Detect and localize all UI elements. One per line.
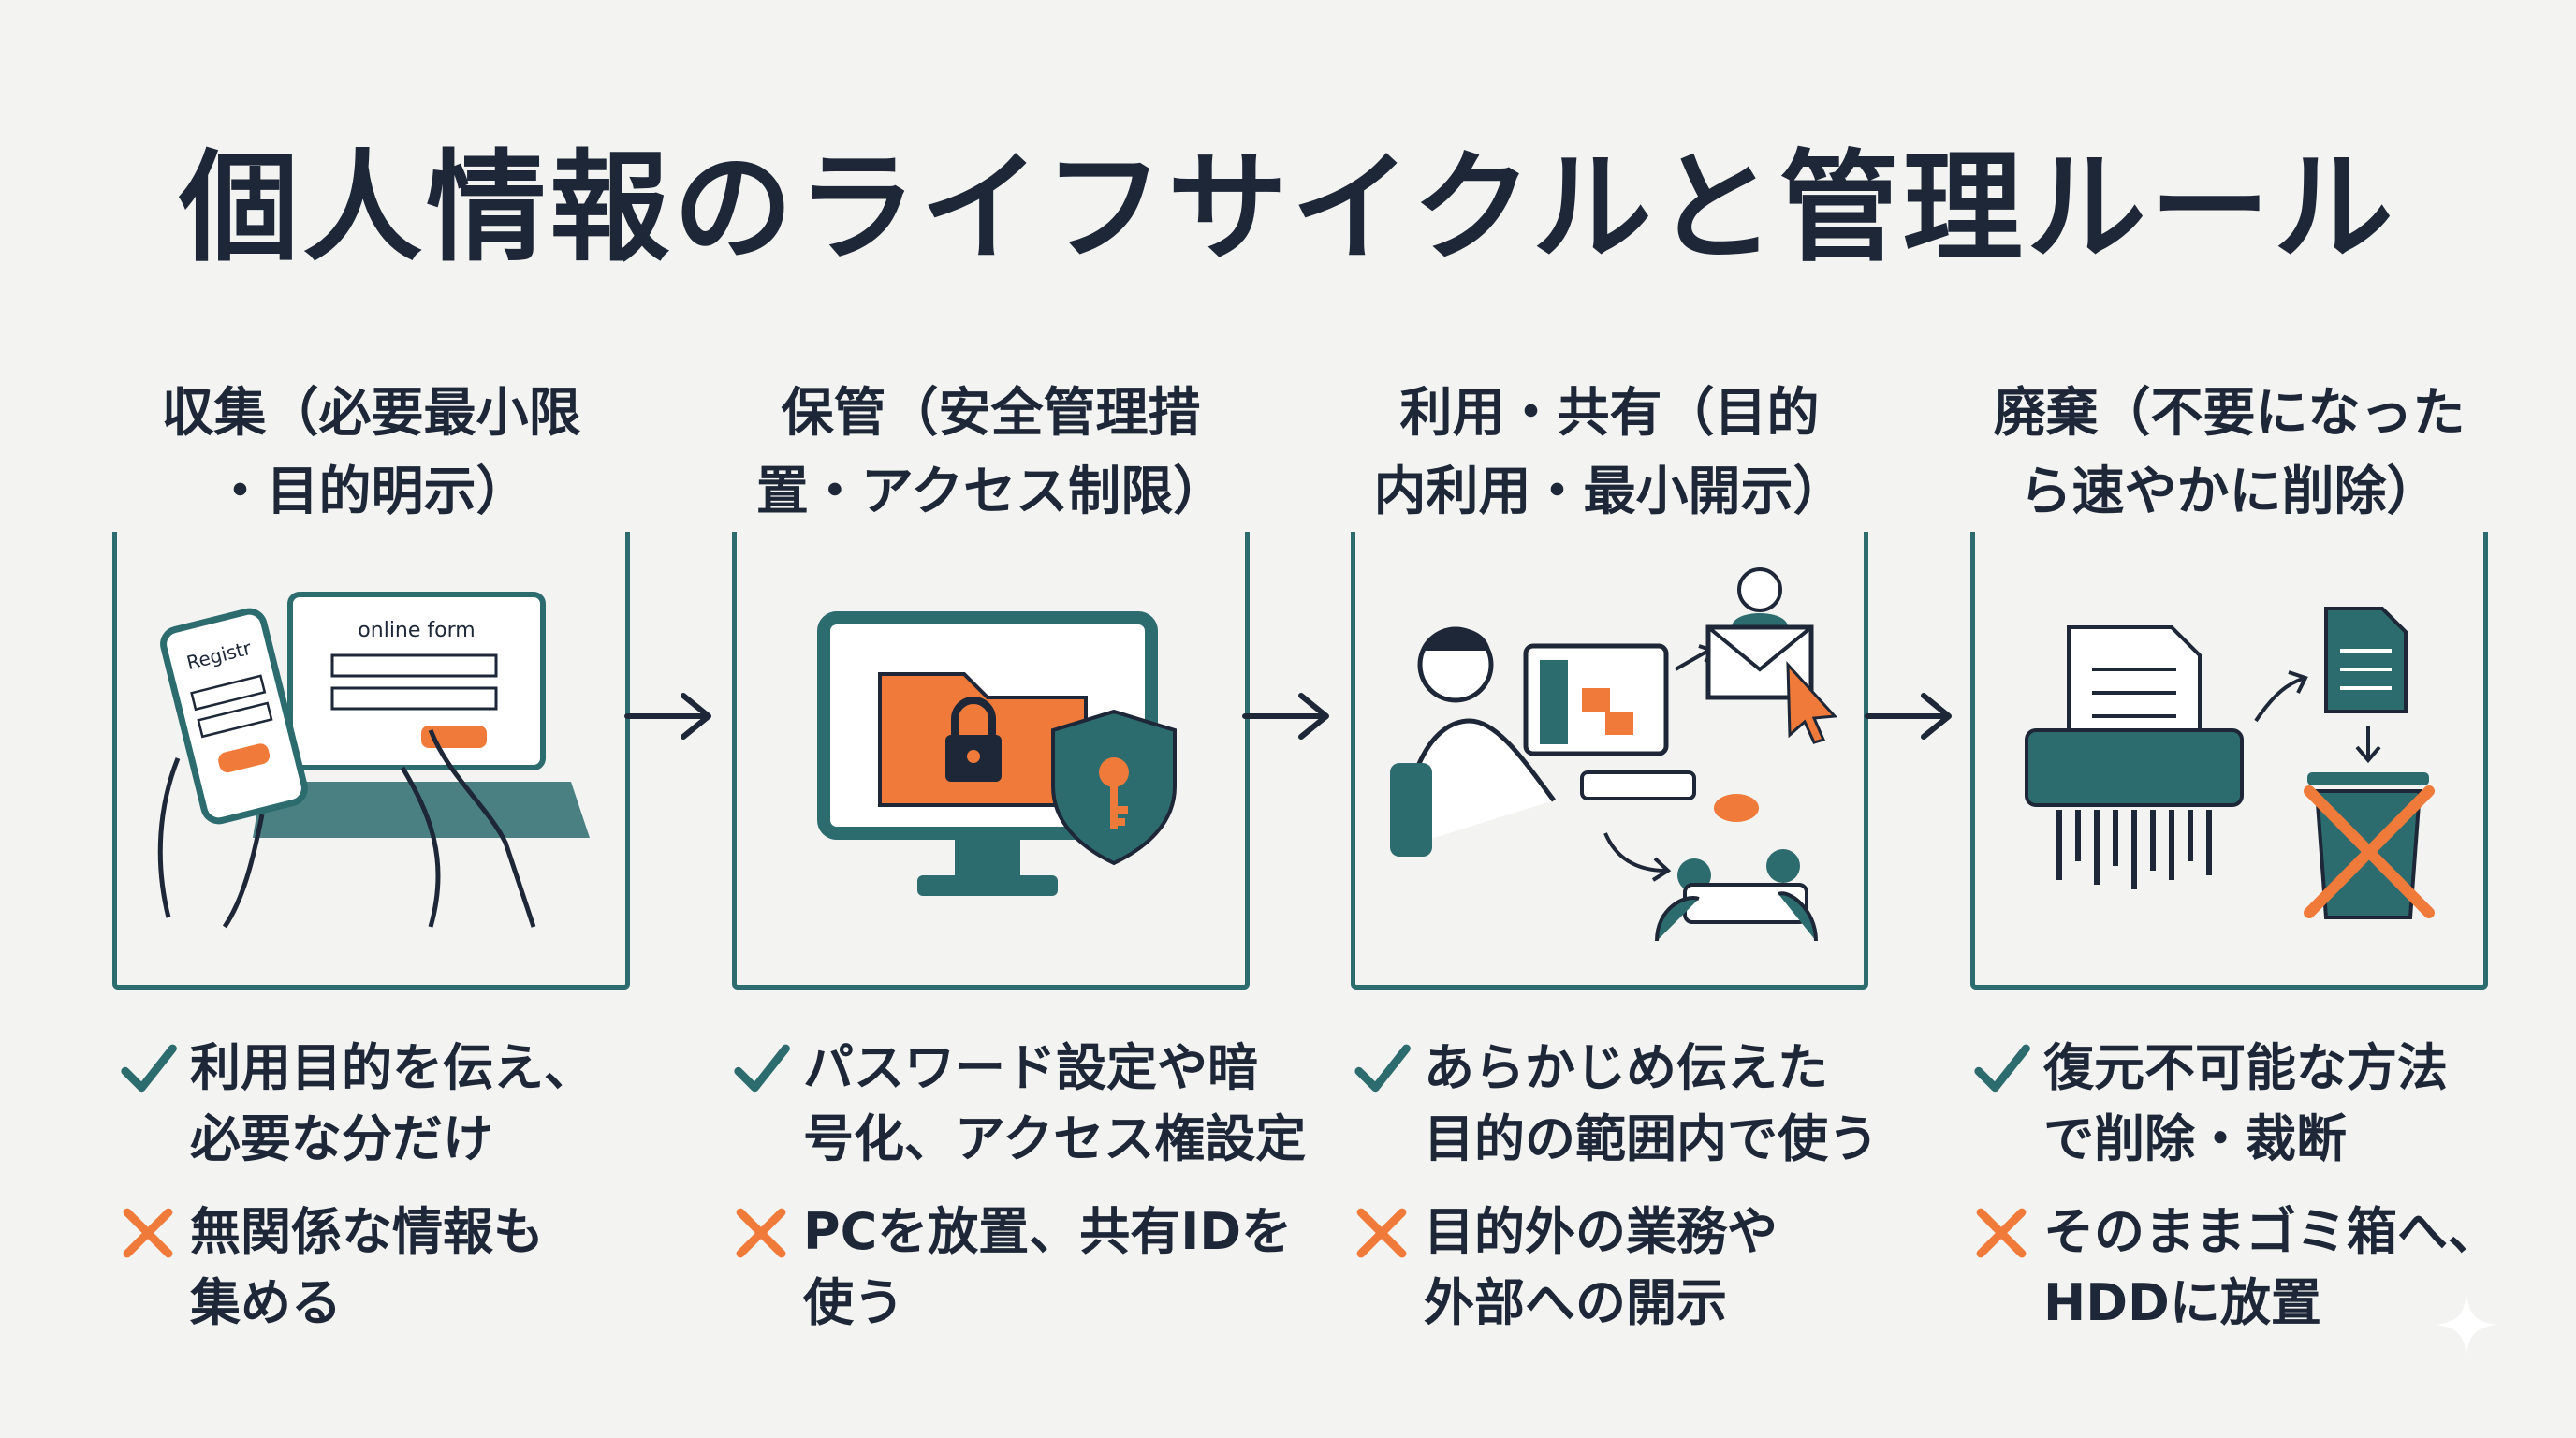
page-title: 個人情報のライフサイクルと管理ルール bbox=[179, 139, 2397, 278]
rule-dont-use: 目的外の業務や外部への開示 bbox=[1351, 1196, 1778, 1339]
rule-do-store: パスワード設定や暗号化、アクセス権設定 bbox=[730, 1033, 1306, 1175]
use-illustration bbox=[1390, 567, 1838, 942]
cross-icon bbox=[736, 1208, 786, 1258]
rule-do-use: あらかじめ伝えた目的の範囲内で使う bbox=[1351, 1033, 1879, 1175]
stage-dispose-title: 廃棄（不要になった ら速やかに削除） bbox=[1970, 374, 2488, 532]
stage-use-title: 利用・共有（目的 内利用・最小開示） bbox=[1351, 374, 1868, 532]
stage-collect-title: 収集（必要最小限 ・目的明示） bbox=[112, 374, 630, 532]
check-icon bbox=[1974, 1044, 2030, 1093]
sparkle-icon bbox=[2436, 1294, 2497, 1356]
flow-arrow-1 bbox=[624, 693, 711, 740]
flow-arrow-2 bbox=[1242, 693, 1329, 740]
cross-icon bbox=[1976, 1208, 2027, 1258]
dispose-illustration bbox=[2025, 607, 2435, 919]
store-illustration bbox=[817, 611, 1177, 896]
form-title-label: online form bbox=[358, 619, 475, 642]
rule-dont-collect: 無関係な情報も集める bbox=[117, 1196, 544, 1339]
cross-icon bbox=[123, 1208, 173, 1258]
rule-do-collect: 利用目的を伝え、必要な分だけ bbox=[117, 1033, 594, 1175]
check-icon bbox=[734, 1044, 790, 1093]
rule-dont-dispose: そのままゴミ箱へ、HDDに放置 bbox=[1970, 1196, 2498, 1339]
stage-store-title: 保管（安全管理措 置・アクセス制限） bbox=[732, 374, 1250, 532]
cross-icon bbox=[1356, 1208, 1407, 1258]
check-icon bbox=[121, 1044, 177, 1093]
collect-illustration: online form Registr bbox=[157, 592, 590, 929]
rule-dont-store: PCを放置、共有IDを使う bbox=[730, 1196, 1292, 1339]
check-icon bbox=[1354, 1044, 1411, 1093]
rule-do-dispose: 復元不可能な方法で削除・裁断 bbox=[1970, 1033, 2448, 1175]
flow-arrow-3 bbox=[1865, 693, 1952, 740]
